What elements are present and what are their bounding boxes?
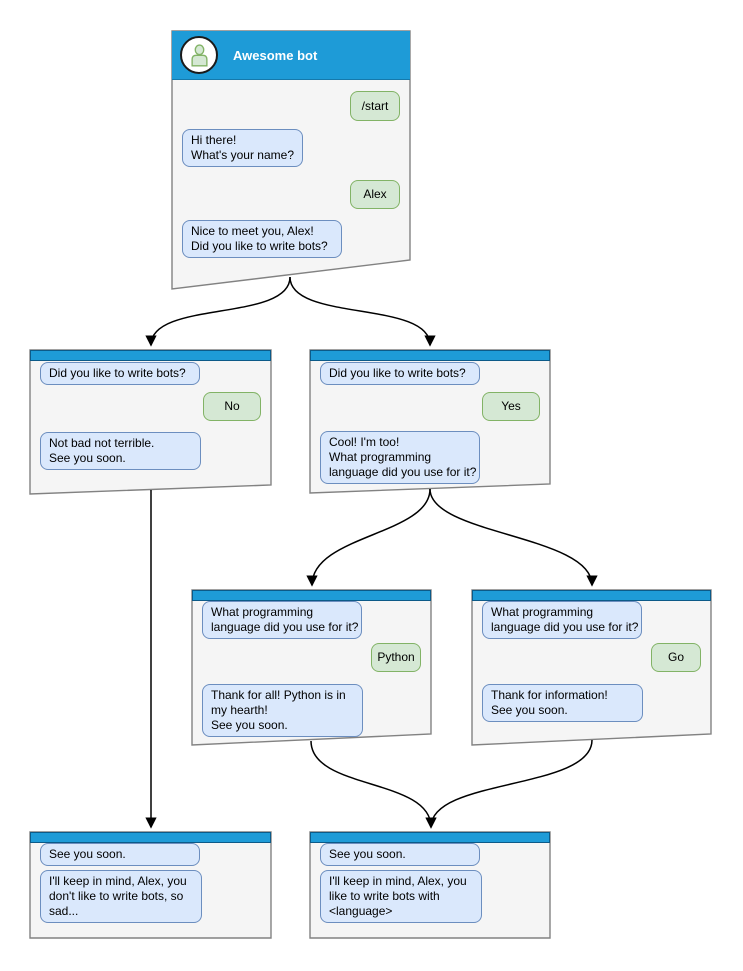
chat-area: Did you like to write bots? No Not bad n… [30, 361, 271, 486]
user-message-bubble: Python [371, 643, 421, 672]
card-end-language: See you soon. I'll keep in mind, Alex, y… [310, 832, 550, 938]
user-message-bubble: /start [350, 91, 400, 121]
card-main-header: Awesome bot [172, 31, 410, 80]
bot-message-bubble: See you soon. [320, 843, 480, 866]
bot-message-bubble: See you soon. [40, 843, 200, 866]
chat-area: See you soon. I'll keep in mind, Alex, y… [30, 843, 271, 938]
bot-message-bubble: What programming language did you use fo… [202, 601, 362, 639]
user-message-bubble: Yes [482, 392, 540, 421]
edge-main-to-yes-branch [289, 276, 436, 347]
bot-message-bubble: Cool! I'm too! What programming language… [320, 431, 480, 484]
avatar [180, 36, 218, 74]
user-message-bubble: Alex [350, 180, 400, 209]
card-main-dialog: Awesome bot /start Hi there! What's your… [172, 31, 410, 286]
card-header-strip [310, 832, 550, 843]
user-message-bubble: No [203, 392, 261, 421]
card-header-strip [30, 350, 271, 361]
bot-message-bubble: Hi there! What's your name? [182, 129, 303, 167]
bot-message-bubble: Not bad not terrible. See you soon. [40, 432, 201, 470]
card-no-branch: Did you like to write bots? No Not bad n… [30, 350, 271, 486]
bot-message-bubble: Thank for information! See you soon. [482, 684, 643, 722]
card-end-no: See you soon. I'll keep in mind, Alex, y… [30, 832, 271, 938]
chat-area: Did you like to write bots? Yes Cool! I'… [310, 361, 550, 485]
chat-area: /start Hi there! What's your name? Alex … [172, 80, 410, 286]
edge-go-to-end [425, 739, 593, 829]
chat-area: What programming language did you use fo… [472, 601, 711, 735]
chat-area: What programming language did you use fo… [192, 601, 431, 737]
chat-area: See you soon. I'll keep in mind, Alex, y… [310, 843, 550, 938]
card-python: What programming language did you use fo… [192, 590, 431, 737]
bot-title: Awesome bot [233, 47, 318, 63]
edge-python-to-end [310, 740, 437, 829]
card-yes-branch: Did you like to write bots? Yes Cool! I'… [310, 350, 550, 485]
card-header-strip [192, 590, 431, 601]
card-header-strip [310, 350, 550, 361]
person-icon [190, 43, 208, 67]
card-header-strip [30, 832, 271, 843]
bot-message-bubble: Did you like to write bots? [320, 362, 480, 385]
bot-message-bubble: Did you like to write bots? [40, 362, 200, 385]
bot-message-bubble: Nice to meet you, Alex! Did you like to … [182, 220, 342, 258]
edge-yes-to-python [306, 488, 431, 587]
edge-main-to-no-branch [145, 276, 291, 347]
bot-message-bubble: I'll keep in mind, Alex, you like to wri… [320, 870, 482, 923]
bot-message-bubble: Thank for all! Python is in my hearth! S… [202, 684, 363, 737]
bot-message-bubble: I'll keep in mind, Alex, you don't like … [40, 870, 202, 923]
edge-yes-to-go [429, 488, 598, 587]
card-header-strip [472, 590, 711, 601]
bot-message-bubble: What programming language did you use fo… [482, 601, 642, 639]
card-go: What programming language did you use fo… [472, 590, 711, 735]
user-message-bubble: Go [651, 643, 701, 672]
